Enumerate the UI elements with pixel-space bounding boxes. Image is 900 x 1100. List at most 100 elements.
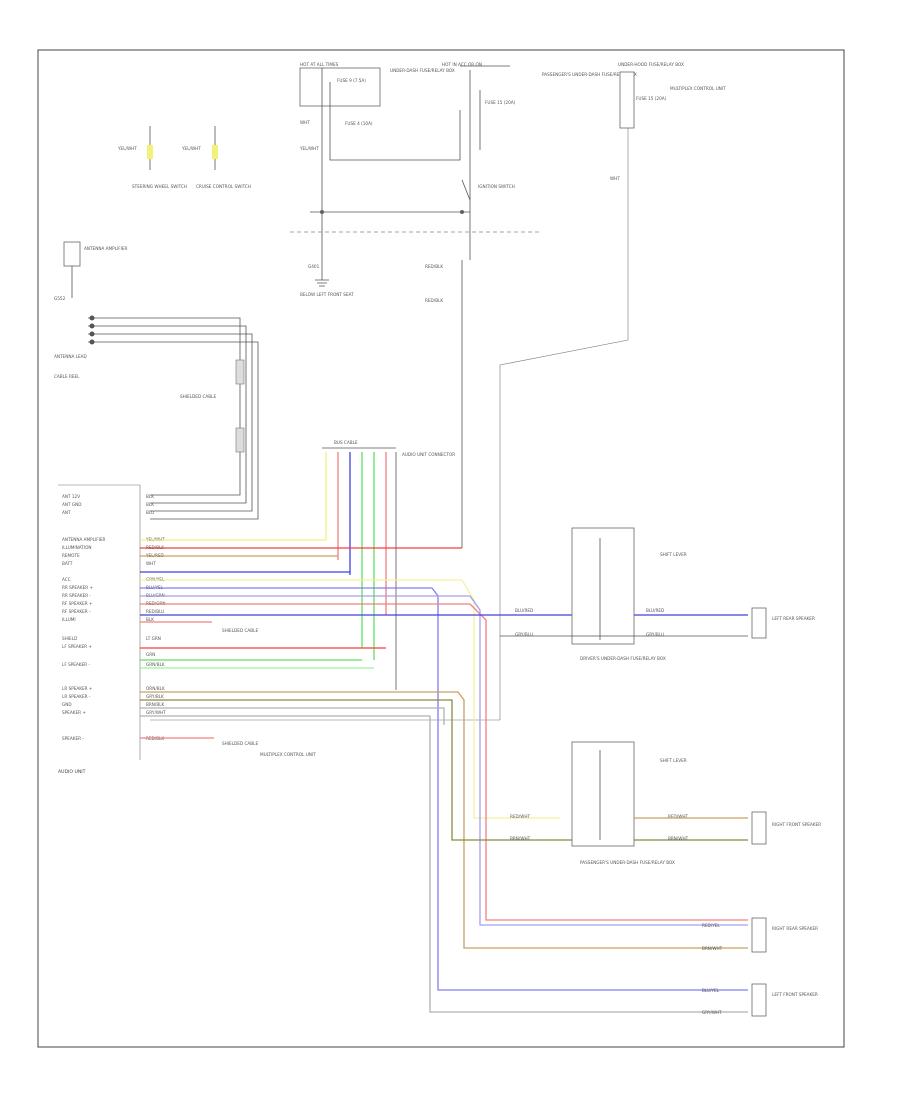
pin-19-wire: GRY/WHT	[146, 710, 166, 715]
pin-9: RR SPEAKER -	[62, 593, 91, 598]
pin-14: LF SPEAKER +	[62, 644, 92, 649]
wire-label-4: RED/BLK	[425, 298, 443, 303]
antenna-pin-2	[89, 323, 95, 329]
sp1-gnd-label: GRY/BLU	[515, 632, 533, 637]
shield-b	[235, 427, 245, 453]
audio-unit-label: AUDIO UNIT	[58, 769, 86, 775]
pin-2-wire: BLU	[146, 510, 154, 515]
sp1-box	[751, 607, 767, 639]
driver-junction: SHIFT LEVER BLU/RED BLU/RED GRY/BLU GRY/…	[500, 527, 748, 661]
shift-lever-label-2: SHIFT LEVER	[660, 758, 687, 763]
pin-18: GND	[62, 702, 72, 707]
ignition-label: IGNITION SWITCH	[478, 184, 515, 189]
sp2-label: RIGHT FRONT SPEAKER	[772, 822, 821, 827]
ground-desc: BELOW LEFT FRONT SEAT	[300, 292, 354, 297]
pin-6: BATT	[62, 561, 73, 566]
sp3-label: RIGHT REAR SPEAKER	[772, 926, 818, 931]
switch-a-label: STEERING WHEEL SWITCH	[132, 184, 187, 189]
pin-1: ANT GND	[62, 502, 82, 507]
antenna-pin-4	[89, 339, 95, 345]
fuse-box-label: UNDER-DASH FUSE/RELAY BOX	[390, 68, 455, 73]
pin-17: LR SPEAKER -	[62, 694, 91, 699]
antenna-cable-2	[88, 325, 247, 504]
sp3-in-label: RED/YEL	[702, 923, 720, 928]
antenna-amp-label: ANTENNA AMPLIFIER	[84, 246, 128, 251]
passenger-junction: SHIFT LEVER RED/WHT RED/WHT BRN/WHT BRN/…	[510, 741, 748, 865]
pin-13: SHIELD	[62, 636, 77, 641]
fuse-c-label: FUSE 15 (20A)	[485, 100, 516, 105]
wire-row-7	[140, 579, 560, 819]
pin-17-wire: GRY/BLK	[146, 694, 164, 699]
sp2-in-label: RED/WHT	[510, 814, 530, 819]
fuse-box-a	[299, 67, 381, 107]
steering-switches: YEL/WHT STEERING WHEEL SWITCH YEL/WHT CR…	[117, 126, 251, 189]
right-feed-wire	[150, 128, 629, 721]
sp4-label: LEFT FRONT SPEAKER	[772, 992, 818, 997]
pin-rows: ANT 12V BLK ANT GND BLK ANT BLU ANTENNA …	[62, 494, 748, 1013]
pin-15: LF SPEAKER -	[62, 662, 90, 667]
pin-5: REMOTE	[62, 553, 80, 558]
sp2-box	[751, 811, 767, 845]
antenna-pin-1	[89, 315, 95, 321]
top-power-section: HOT AT ALL TIMES FUSE 9 (7.5A) UNDER-DAS…	[150, 62, 726, 721]
right-box-label: UNDER-HOOD FUSE/RELAY BOX	[618, 62, 684, 67]
wire-row-18	[140, 707, 445, 725]
pin-12: ILLUMI	[62, 617, 76, 622]
antenna-section: ANTENNA AMPLIFIER G552 ANTENNA LEAD CABL…	[54, 241, 259, 520]
fuse-b-label: FUSE 4 (10A)	[345, 121, 373, 126]
pin-15-wire: GRN/BLK	[146, 662, 165, 667]
antenna-gnd-label: G552	[54, 296, 66, 301]
pin-6-wire: WHT	[146, 561, 156, 566]
right-box-fuse: FUSE 15 (20A)	[636, 96, 667, 101]
multiplex-note: MULTIPLEX CONTROL UNIT	[260, 752, 316, 757]
sp4-gnd-label: GRY/WHT	[702, 1010, 722, 1015]
pin-3: ANTENNA AMPLIFIER	[62, 537, 106, 542]
pin-1-wire: BLK	[146, 502, 154, 507]
pin-2: ANT	[62, 510, 71, 515]
right-box-desc: MULTIPLEX CONTROL UNIT	[670, 86, 726, 91]
audio-unit-box	[58, 484, 141, 760]
fuse-a-wire	[321, 68, 331, 106]
audio-unit: AUDIO UNIT	[58, 484, 141, 775]
shield-note-2: SHIELDED CABLE	[222, 741, 258, 746]
pin-8: RR SPEAKER +	[62, 585, 93, 590]
driver-junction-box	[571, 527, 635, 645]
antenna-shield-note: SHIELDED CABLE	[180, 394, 216, 399]
wire-row-16	[140, 691, 748, 949]
switch-a-fuse	[147, 145, 153, 159]
pin-10: RF SPEAKER +	[62, 601, 93, 606]
wire-label-3: RED/BLK	[425, 264, 443, 269]
antenna-cable-3	[88, 333, 253, 512]
antenna-lead-label: ANTENNA LEAD	[54, 354, 87, 359]
pin-0: ANT 12V	[62, 494, 80, 499]
pin-12-wire: BLK	[146, 617, 154, 622]
sp1-out-label: BLU/RED	[646, 608, 664, 613]
left-front-speaker: BLU/YEL GRY/WHT LEFT FRONT SPEAKER	[702, 983, 818, 1017]
wire-label-1: WHT	[300, 120, 310, 125]
antenna-desc-label: CABLE REEL	[54, 374, 80, 379]
sp1-junction-label: DRIVER'S UNDER-DASH FUSE/RELAY BOX	[580, 656, 666, 661]
sp2-junction-label: PASSENGER'S UNDER-DASH FUSE/RELAY BOX	[580, 860, 675, 865]
sp2-gnd-out-label: BRN/WHT	[668, 836, 689, 841]
sp4-box	[751, 983, 767, 1017]
diagram-frame	[37, 49, 845, 1048]
sp4-in-label: BLU/YEL	[702, 988, 720, 993]
pin-13-wire: LT GRN	[146, 636, 161, 641]
wire-row-9	[140, 595, 748, 926]
pin-4: ILLUMINATION	[62, 545, 92, 550]
pin-16-wire: ORN/BLK	[146, 686, 165, 691]
shift-lever-label: SHIFT LEVER	[660, 552, 687, 557]
passenger-junction-box	[571, 741, 635, 847]
switch-b-fuse	[212, 145, 218, 159]
sp1-in-label: BLU/RED	[515, 608, 533, 613]
pin-11: RF SPEAKER -	[62, 609, 91, 614]
sp2-gnd-label: BRN/WHT	[510, 836, 531, 841]
wire-label-2: YEL/WHT	[299, 146, 319, 151]
pin-14-wire: GRN	[146, 652, 155, 657]
connector-label: AUDIO UNIT CONNECTOR	[402, 452, 455, 457]
switch-b-wire-label: YEL/WHT	[181, 146, 201, 151]
antenna-cable-4	[88, 341, 259, 520]
wire-row-10	[140, 603, 748, 921]
ignition-switch-contact	[461, 179, 471, 260]
